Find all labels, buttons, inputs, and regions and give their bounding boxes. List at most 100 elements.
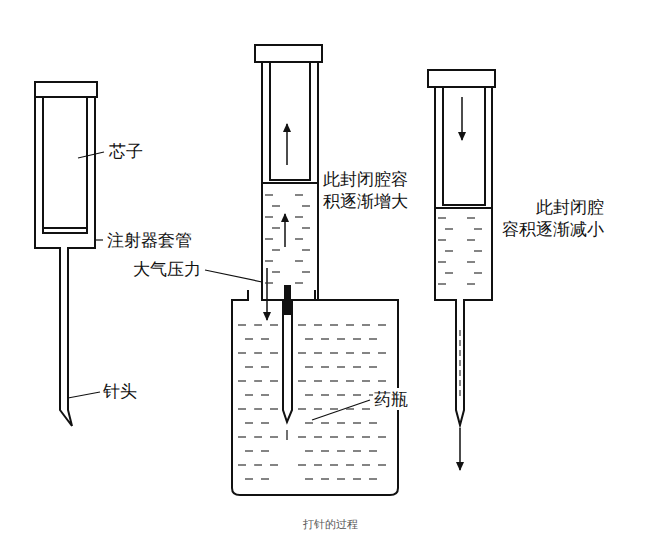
liquid-dash xyxy=(362,408,370,409)
liquid-dash xyxy=(238,380,246,381)
note-label: 此封闭腔 容积逐渐减小 xyxy=(496,196,605,240)
liquid-dash xyxy=(346,408,354,409)
liquid-dash xyxy=(261,366,269,367)
liquid-dash xyxy=(362,352,370,353)
liquid-dash xyxy=(378,324,386,325)
liquid-dash xyxy=(302,249,310,250)
liquid-dash xyxy=(272,205,280,206)
liquid-dash xyxy=(295,216,303,217)
liquid-dash xyxy=(378,436,386,437)
liquid-dash xyxy=(321,450,329,451)
liquid-dash xyxy=(330,352,338,353)
liquid-dash xyxy=(298,380,306,381)
liquid-dash xyxy=(265,238,273,239)
liquid-dash xyxy=(438,261,446,262)
liquid-dash xyxy=(314,380,322,381)
liquid-dash xyxy=(362,324,370,325)
part-label: 芯子 xyxy=(108,140,144,162)
liquid-dash xyxy=(321,478,329,479)
liquid-dash xyxy=(353,394,361,395)
liquid-dash xyxy=(346,352,354,353)
liquid-dash xyxy=(270,324,278,325)
liquid-dash xyxy=(245,422,253,423)
liquid-dash xyxy=(265,260,273,261)
part-label: 药瓶 xyxy=(373,388,409,410)
liquid-dash xyxy=(295,260,303,261)
liquid-dash xyxy=(353,366,361,367)
caption: 打针的过程 xyxy=(303,517,358,532)
liquid-dash xyxy=(445,272,453,273)
force-label: 大气压力 xyxy=(132,258,202,280)
liquid-dash xyxy=(272,271,280,272)
liquid-dash xyxy=(265,194,273,195)
liquid-dash xyxy=(254,408,262,409)
liquid-dash xyxy=(298,352,306,353)
liquid-dash xyxy=(270,352,278,353)
liquid-dash xyxy=(321,422,329,423)
liquid-dash xyxy=(254,464,262,465)
liquid-dash xyxy=(337,394,345,395)
liquid-dash xyxy=(467,261,475,262)
liquid-dash xyxy=(305,338,313,339)
liquid-dash xyxy=(245,478,253,479)
liquid-dash xyxy=(305,422,313,423)
liquid-dash xyxy=(337,478,345,479)
liquid-dash xyxy=(314,436,322,437)
note-label: 此封闭腔容 积逐渐增大 xyxy=(322,168,414,212)
liquid-dash xyxy=(295,282,303,283)
liquid-dash xyxy=(305,394,313,395)
liquid-dash xyxy=(330,380,338,381)
liquid-dash xyxy=(346,324,354,325)
liquid-dash xyxy=(270,408,278,409)
liquid-dash xyxy=(302,227,310,228)
liquid-dash xyxy=(261,478,269,479)
liquid-dash xyxy=(261,338,269,339)
liquid-dash xyxy=(378,464,386,465)
liquid-dash xyxy=(369,338,377,339)
part-label: 注射器套管 xyxy=(106,229,193,251)
liquid-dash xyxy=(346,436,354,437)
liquid-dash xyxy=(302,271,310,272)
liquid-dash xyxy=(298,324,306,325)
liquid-dash xyxy=(265,282,273,283)
liquid-dash xyxy=(270,464,278,465)
liquid-dash xyxy=(353,338,361,339)
liquid-dash xyxy=(337,338,345,339)
liquid-dash xyxy=(445,250,453,251)
liquid-dash xyxy=(295,194,303,195)
liquid-dash xyxy=(261,422,269,423)
liquid-dash xyxy=(272,227,280,228)
liquid-dash xyxy=(254,380,262,381)
liquid-dash xyxy=(270,436,278,437)
liquid-dash xyxy=(330,436,338,437)
liquid-dash xyxy=(337,366,345,367)
liquid-dash xyxy=(261,394,269,395)
liquid-dash xyxy=(305,478,313,479)
liquid-dash xyxy=(438,217,446,218)
liquid-dash xyxy=(245,338,253,339)
liquid-dash xyxy=(330,324,338,325)
liquid-dash xyxy=(369,366,377,367)
liquid-dash xyxy=(298,436,306,437)
liquid-dash xyxy=(438,283,446,284)
liquid-dash xyxy=(238,408,246,409)
liquid-dash xyxy=(302,205,310,206)
liquid-dash xyxy=(474,228,482,229)
liquid-dash xyxy=(369,422,377,423)
liquid-dash xyxy=(238,352,246,353)
liquid-dash xyxy=(330,464,338,465)
liquid-dash xyxy=(238,436,246,437)
liquid-dash xyxy=(238,324,246,325)
liquid-dash xyxy=(270,380,278,381)
liquid-dash xyxy=(362,436,370,437)
liquid-dash xyxy=(272,249,280,250)
liquid-dash xyxy=(321,366,329,367)
liquid-dash xyxy=(445,228,453,229)
liquid-dash xyxy=(254,352,262,353)
liquid-dash xyxy=(245,450,253,451)
liquid-dash xyxy=(295,238,303,239)
liquid-dash xyxy=(330,408,338,409)
liquid-dash xyxy=(314,324,322,325)
